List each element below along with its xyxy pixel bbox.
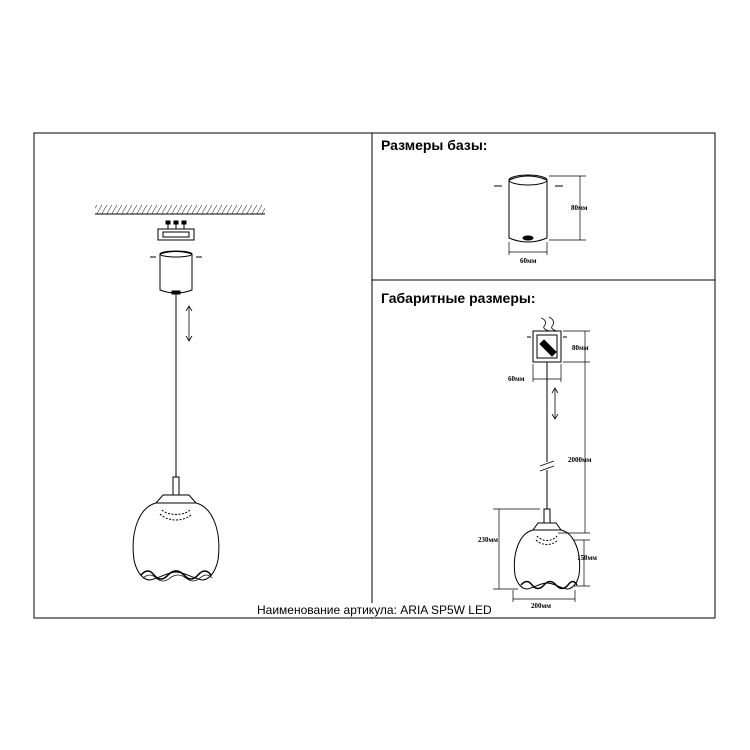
overall-base-diameter-label: 60мм (508, 375, 525, 383)
overall-dimension-lines (493, 330, 590, 602)
overall-cable (539, 362, 555, 509)
total-shade-height-label: 230мм (478, 536, 498, 544)
shade-width-label: 200мм (531, 602, 551, 610)
base-canopy-icon (494, 174, 563, 243)
frame (33, 132, 716, 619)
overall-shade (513, 508, 581, 590)
base-size-heading: Размеры базы: (381, 137, 488, 153)
overall-size-heading: Габаритные размеры: (381, 290, 536, 306)
base-diameter-label: 60мм (520, 257, 537, 265)
article-caption: Наименование артикула: ARIA SP5W LED (256, 603, 493, 617)
overall-adjust-arrow-icon (551, 387, 559, 420)
cable-length-label: 2000мм (568, 456, 592, 464)
overall-canopy-icon (527, 316, 567, 363)
ceiling (95, 205, 265, 215)
adjust-arrow-icon (185, 305, 193, 342)
base-dimension-lines (508, 175, 586, 255)
base-height-label: 80мм (571, 204, 588, 212)
canopy (150, 250, 202, 295)
dimension-labels: 80мм 60мм 80мм 60мм 2000мм 230мм 150мм 2… (478, 204, 597, 610)
shade-height-label: 150мм (577, 554, 597, 562)
mounting-bracket-icon (157, 220, 195, 241)
overall-base-height-label: 80мм (572, 344, 589, 352)
pendant-shade (132, 476, 220, 582)
